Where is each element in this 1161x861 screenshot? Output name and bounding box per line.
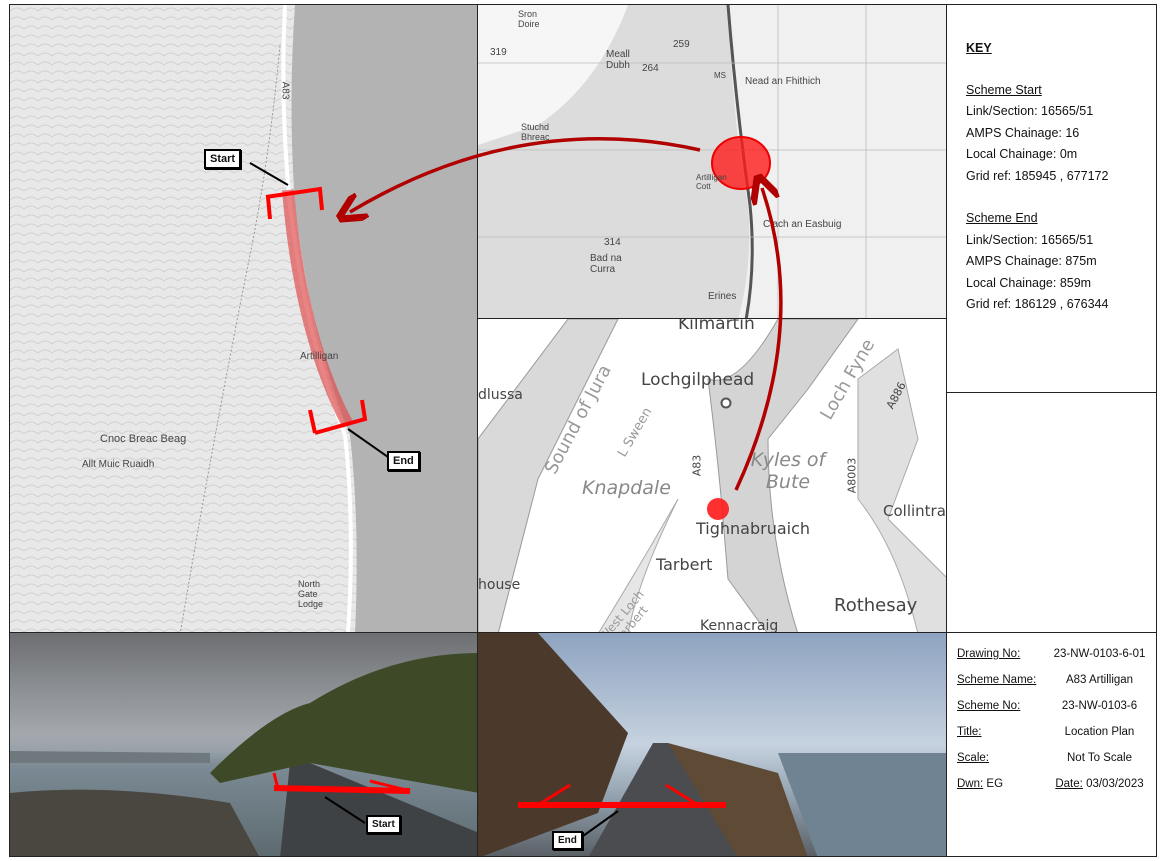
date-value: 03/03/2023 <box>1086 778 1144 790</box>
region-label: A8003 <box>845 457 859 494</box>
dwn-value: EG <box>986 778 1004 790</box>
start-callout: Start <box>204 149 242 169</box>
scheme-start-heading: Scheme Start <box>966 82 1042 97</box>
os-map: Sron Doire 319 Meall Dubh 264 259 Nead a… <box>477 4 947 319</box>
map-label-a83: A83 <box>279 81 291 100</box>
region-label: Tarbert <box>656 555 713 574</box>
map-label-cnoc-breac-beag: Cnoc Breac Beag <box>100 433 187 445</box>
map-label-north-gate-lodge: North Gate Lodge <box>298 579 324 609</box>
scale-label: Scale: <box>957 752 989 764</box>
start-photo-graphic <box>10 653 477 856</box>
os-label: Artilligan Cott <box>696 173 727 191</box>
end-photo-graphic <box>478 633 946 856</box>
scheme-no-label: Scheme No: <box>957 700 1021 712</box>
os-label: Erines <box>708 291 737 302</box>
os-label: 314 <box>604 237 621 248</box>
date-label: Date: <box>1055 778 1083 790</box>
start-amps: AMPS Chainage: 16 <box>966 125 1080 140</box>
region-label: Knapdale <box>582 477 671 499</box>
scheme-name: A83 Artilligan <box>1065 674 1134 686</box>
os-label: Clach an Easbuig <box>763 219 842 230</box>
os-label: MS <box>714 71 726 80</box>
region-label: Rothesay <box>834 595 918 616</box>
detail-map-graphic <box>10 5 477 632</box>
os-label: Sron Doire <box>518 9 540 29</box>
os-label: Meall Dubh <box>606 49 630 71</box>
os-label: 259 <box>673 39 690 50</box>
region-map: Kilmartin Lochgilphead dlussa Sound of J… <box>477 318 947 633</box>
os-label: Nead an Fhithich <box>745 76 821 87</box>
os-label: Bad na Curra <box>590 253 622 275</box>
title-value: Location Plan <box>1064 726 1135 738</box>
map-label-artilligan: Artilligan <box>300 351 339 362</box>
blank-panel <box>946 392 1157 633</box>
map-label-allt-muic-ruaidh: Allt Muic Ruaidh <box>82 459 155 470</box>
region-label: Lochgilphead <box>641 370 755 390</box>
title-block-panel <box>946 632 1157 857</box>
region-label: Kilmartin <box>678 318 755 334</box>
end-photo: End <box>477 632 947 857</box>
end-link: Link/Section: 16565/51 <box>966 232 1094 247</box>
end-grid: Grid ref: 186129 , 676344 <box>966 297 1109 311</box>
region-label: Kyles of Bute <box>750 449 826 493</box>
key: KEY Scheme Start Link/Section: 16565/51 … <box>966 38 1108 316</box>
title-label: Title: <box>957 726 982 738</box>
os-label: 264 <box>642 63 659 74</box>
detail-map: A83 Artilligan Cnoc Breac Beag Allt Muic… <box>9 4 478 633</box>
region-label: Tighnabruaich <box>696 519 811 538</box>
region-label: Kennacraig <box>700 618 779 633</box>
region-label: house <box>478 577 521 593</box>
os-label: Stuchd Bhreac <box>521 122 550 142</box>
start-local: Local Chainage: 0m <box>966 147 1078 161</box>
start-link: Link/Section: 16565/51 <box>966 104 1094 118</box>
key-title: KEY <box>966 41 992 55</box>
drawing-no: 23-NW-0103-6-01 <box>1053 648 1146 660</box>
start-photo: Start <box>9 632 478 857</box>
region-label: A83 <box>690 454 704 477</box>
scheme-end-heading: Scheme End <box>966 211 1038 225</box>
drawing-no-label: Drawing No: <box>957 648 1021 660</box>
start-photo-callout: Start <box>366 815 401 834</box>
start-grid: Grid ref: 185945 , 677172 <box>966 168 1109 183</box>
end-amps: AMPS Chainage: 875m <box>966 254 1097 268</box>
scheme-name-label: Scheme Name: <box>957 674 1037 686</box>
region-label: Collintra <box>883 502 946 520</box>
scheme-no: 23-NW-0103-6 <box>1061 700 1138 712</box>
region-map-graphic <box>478 319 946 632</box>
dwn-label: Dwn: <box>957 778 984 790</box>
title-block: Drawing No: 23-NW-0103-6-01 Scheme Name: A… <box>957 641 1152 797</box>
end-local: Local Chainage: 859m <box>966 275 1092 290</box>
end-callout: End <box>387 451 420 471</box>
scale-value: Not To Scale <box>1067 752 1132 764</box>
os-label: 319 <box>490 47 507 58</box>
os-map-graphic <box>478 5 946 318</box>
region-label: dlussa <box>478 387 523 403</box>
end-photo-callout: End <box>552 831 583 850</box>
